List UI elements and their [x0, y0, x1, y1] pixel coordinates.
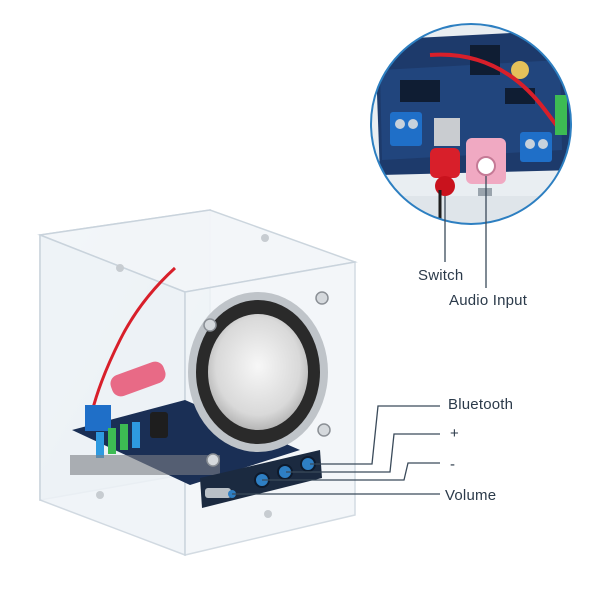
callout-minus: - [450, 456, 456, 473]
zoom-detail [370, 23, 572, 288]
callout-switch: Switch [418, 267, 464, 284]
callout-plus: + [450, 425, 459, 442]
callout-volume: Volume [445, 487, 497, 504]
callout-bluetooth: Bluetooth [448, 396, 514, 413]
speaker-box [37, 209, 358, 557]
callout-audio-input: Audio Input [449, 292, 528, 309]
leader-lines [232, 405, 440, 495]
